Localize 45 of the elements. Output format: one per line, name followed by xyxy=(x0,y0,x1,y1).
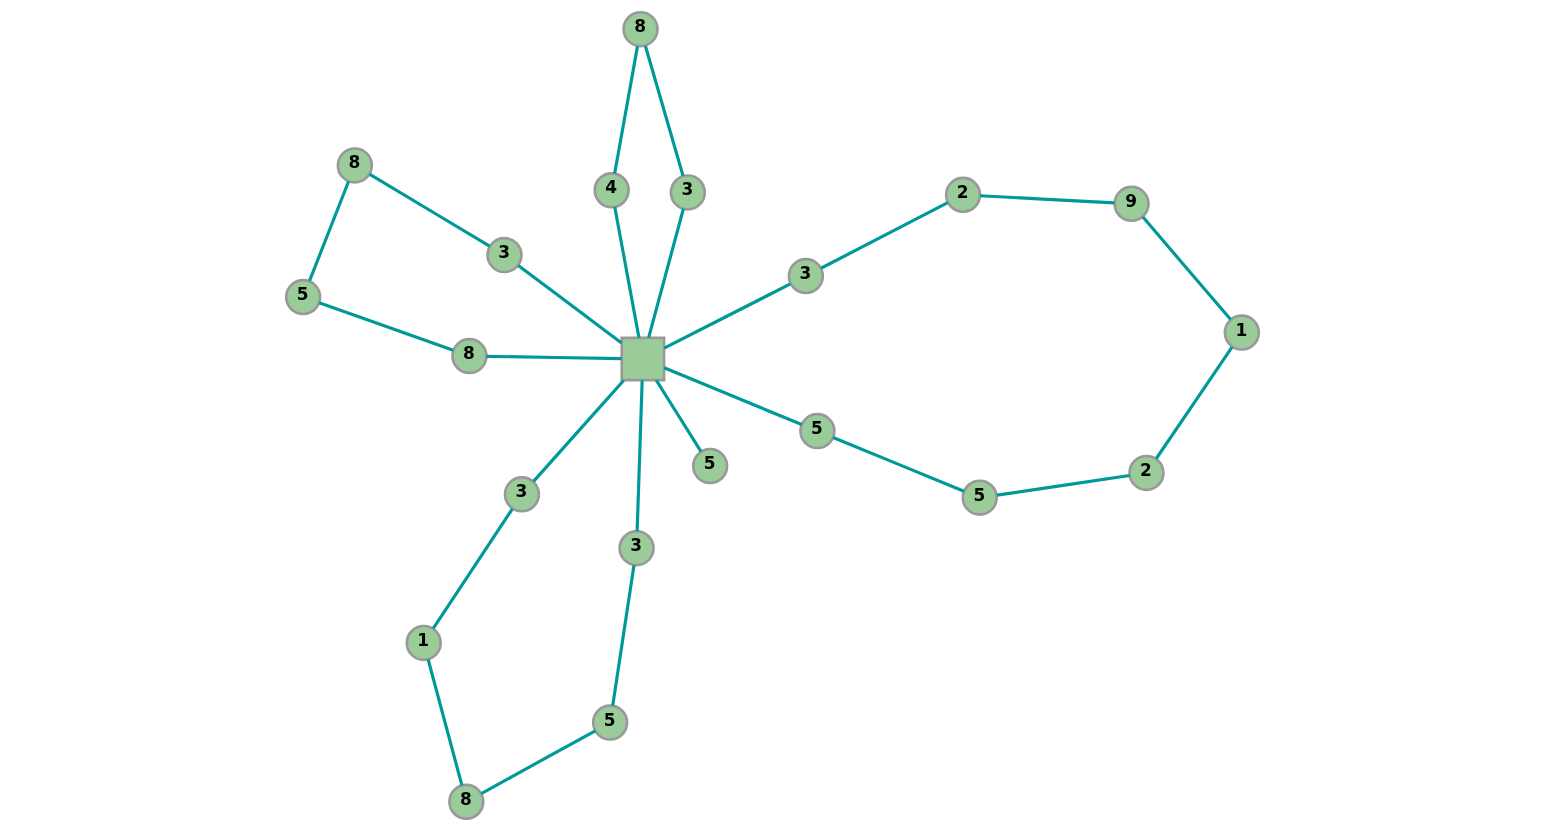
connector xyxy=(663,366,803,427)
connector xyxy=(996,473,1130,497)
connector xyxy=(480,729,597,795)
node-circle: 3 xyxy=(503,476,541,513)
node-circle: 3 xyxy=(669,174,707,211)
node-circle: 8 xyxy=(451,337,488,375)
node-circle: 3 xyxy=(618,529,655,567)
node-circle: 3 xyxy=(486,236,523,274)
node-circle: 3 xyxy=(787,257,825,295)
connector xyxy=(308,180,351,282)
node-circle: 4 xyxy=(593,172,630,209)
connector xyxy=(517,264,623,345)
connector xyxy=(820,201,949,270)
node-circle: 1 xyxy=(405,624,442,662)
node-circle: 8 xyxy=(336,147,374,184)
connector xyxy=(611,565,636,706)
connector xyxy=(486,354,622,361)
node-circle: 2 xyxy=(944,176,982,214)
node-circle: 1 xyxy=(1223,314,1261,351)
connector xyxy=(1154,346,1234,460)
node-circle: 2 xyxy=(1128,454,1165,492)
node-circle: 9 xyxy=(1113,185,1150,223)
node-circle: 5 xyxy=(961,479,998,516)
node-circle: 5 xyxy=(799,412,836,450)
connector xyxy=(1141,216,1232,321)
node-circle: 8 xyxy=(622,10,659,48)
node-circle: 5 xyxy=(284,278,322,316)
connector xyxy=(431,507,514,630)
connector xyxy=(647,208,685,338)
node-circle: 5 xyxy=(591,704,629,741)
connector xyxy=(635,380,644,532)
node-circle: 8 xyxy=(448,783,485,821)
connector xyxy=(643,45,685,177)
connector xyxy=(426,659,464,786)
connector xyxy=(532,379,625,483)
node-circle: 5 xyxy=(691,447,729,485)
connector xyxy=(980,194,1115,205)
node-box xyxy=(620,336,666,382)
connector xyxy=(832,436,965,493)
connector xyxy=(368,172,491,248)
connector xyxy=(318,301,454,352)
connector xyxy=(613,206,641,339)
connector xyxy=(654,379,703,453)
connector xyxy=(663,282,792,350)
connector xyxy=(613,45,640,174)
